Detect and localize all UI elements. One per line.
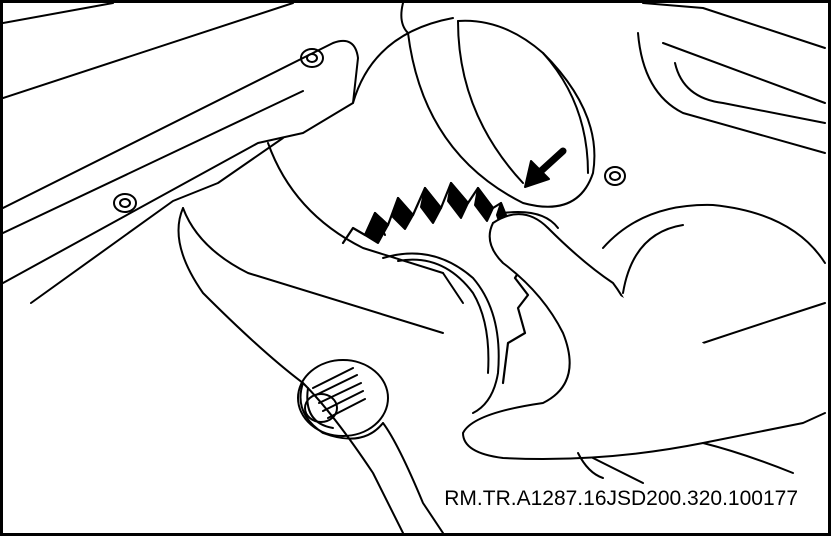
gear-removal-drawing xyxy=(3,3,826,533)
threaded-stud xyxy=(297,359,389,437)
mounting-hole xyxy=(113,193,137,213)
hand xyxy=(462,211,826,484)
gear xyxy=(341,181,530,414)
bearing-bore xyxy=(407,19,596,208)
reference-code: RM.TR.A1287.16JSD200.320.100177 xyxy=(442,487,800,511)
arrow-icon xyxy=(524,147,567,188)
lever-arm xyxy=(177,142,464,533)
right-housing xyxy=(602,3,826,344)
mounting-hole xyxy=(604,166,626,186)
housing-plate xyxy=(3,3,454,304)
mounting-hole xyxy=(300,48,324,68)
